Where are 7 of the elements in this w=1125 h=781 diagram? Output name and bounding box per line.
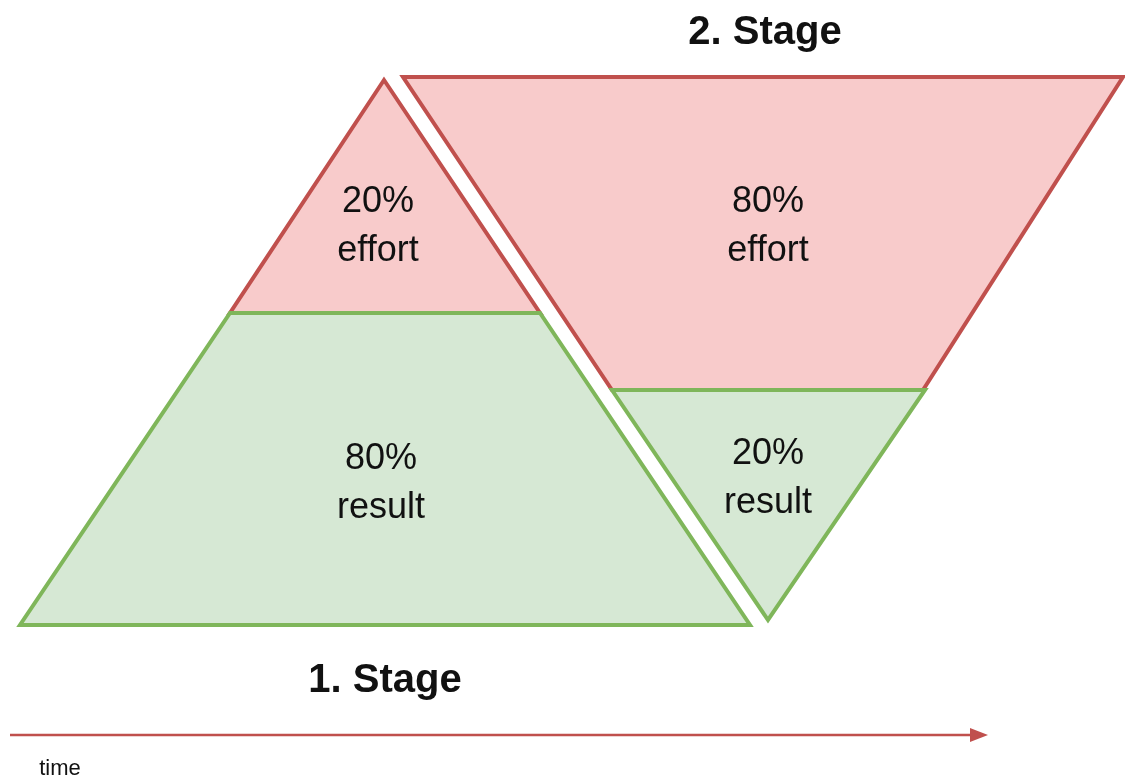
percentage-label: 20% effort [336, 178, 420, 271]
percentage-label: 80% effort [726, 178, 810, 271]
axis-label: time [39, 755, 81, 781]
percentage-label: 20% result [723, 430, 813, 523]
stage-heading: 2. Stage [688, 7, 842, 53]
stage-heading: 1. Stage [308, 655, 462, 701]
percentage-label: 80% result [336, 435, 426, 528]
